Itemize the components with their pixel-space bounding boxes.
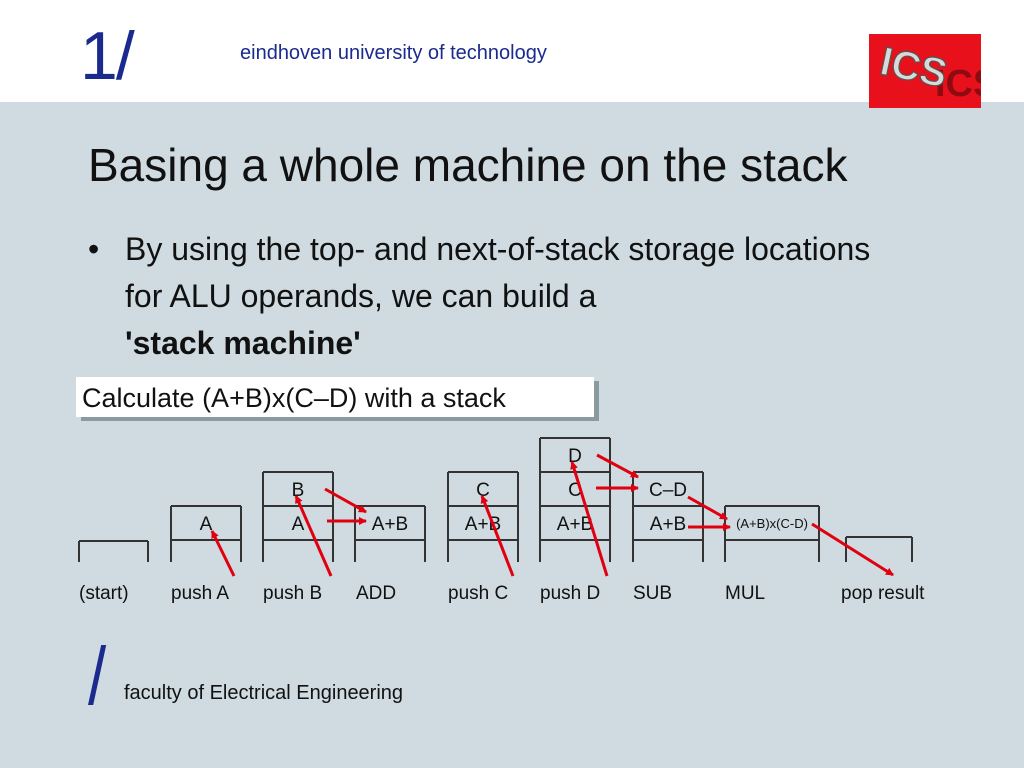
faculty-name: faculty of Electrical Engineering [124,682,404,704]
stack-cell-value: C–D [649,480,687,501]
stack-cell-value: A [200,514,213,535]
flow-arrow [210,530,236,577]
flow-arrow [811,522,894,577]
stack-column: A+BC [447,471,519,562]
stack-labels-layer: (start) push A push B ADD push C push D SUB MUL… [79,583,925,604]
stack-column [78,540,149,562]
stack-cell-value: A+B [650,514,686,535]
flow-arrow [570,461,609,577]
stack-column: A+B C–D [632,471,704,562]
bullet-text-body: By using the top- and next-of-stack stor… [125,231,871,314]
stack-cell-value: D [568,446,582,467]
bullet-text-bold: 'stack machine' [125,325,361,361]
arrows-layer [210,453,894,577]
stack-step-label: push B [263,583,322,604]
caption-box: Calculate (A+B)x(C–D) with a stack [76,377,594,417]
stack-step-label: pop result [841,583,925,604]
stack-cell-value: (A+B)x(C-D) [736,516,808,531]
stack-column: (A+B)x(C-D) [724,505,820,562]
university-name: eindhoven university of technology [240,42,547,64]
university-logo-mark: 1/ [80,18,135,94]
stack-step-label: push D [540,583,600,604]
stack-step-label: SUB [633,583,672,604]
stack-column: A [170,505,242,562]
stack-cell-value: A+B [557,514,593,535]
stack-column: AB [262,471,334,562]
header-bar: 1/ eindhoven university of technology IC… [0,0,1024,108]
stack-step-label: push A [171,583,229,604]
slide-title: Basing a whole machine on the stack [88,139,848,191]
flow-arrow [687,495,728,521]
flow-arrow [324,487,367,514]
flow-arrow [294,495,333,577]
stack-step-label: (start) [79,583,129,604]
ics-logo-shadow-text: ICS [935,63,981,105]
stack-cell-value: A+B [372,514,408,535]
stack-cell-value: A [292,514,305,535]
ics-logo: ICS ICS [869,34,981,108]
bullet-marker: • [88,231,100,267]
stack-column [845,536,913,562]
stack-step-label: MUL [725,583,765,604]
flow-arrow [596,453,639,479]
footer-slash-mark: / [88,631,107,722]
bullet-text: By using the top- and next-of-stack stor… [125,226,895,367]
stack-column: A+B [354,505,426,562]
stack-step-label: ADD [356,583,396,604]
flow-arrow [480,495,515,577]
stack-step-label: push C [448,583,508,604]
ics-logo-graphic: ICS ICS [869,34,981,108]
